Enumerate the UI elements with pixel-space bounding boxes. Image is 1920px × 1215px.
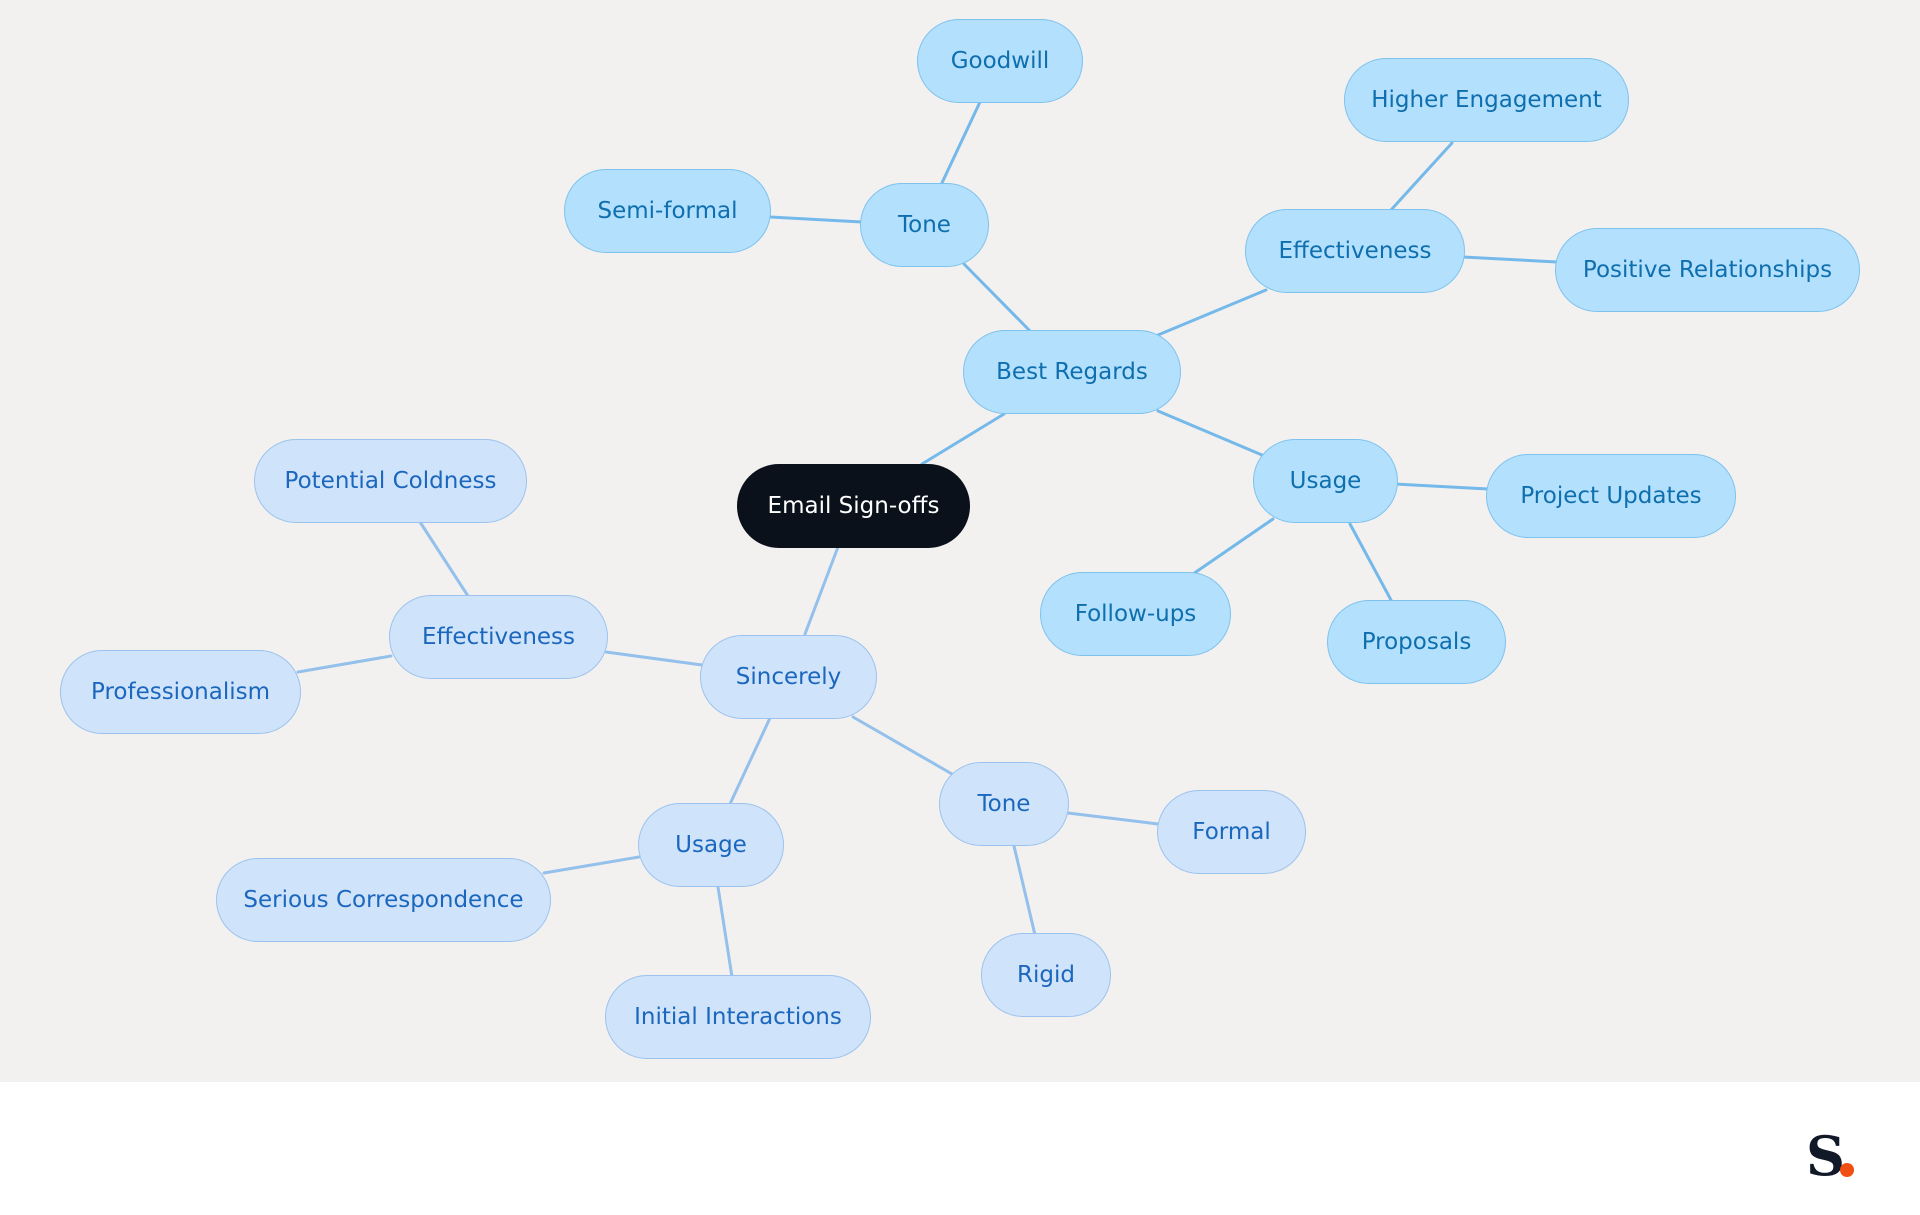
node-professionalism[interactable]: Professionalism — [60, 650, 301, 734]
mind-map-connectors — [296, 100, 1559, 979]
edge-tone-goodwill — [939, 100, 982, 187]
node-project-updates[interactable]: Project Updates — [1486, 454, 1736, 538]
node-serious-correspondence[interactable]: Serious Correspondence — [216, 858, 551, 942]
edge-usage-serious-correspondence — [542, 855, 641, 875]
edge-best-regards-tone — [962, 262, 1032, 333]
edge-usage-follow-ups — [1191, 517, 1275, 576]
edge-sincerely-tone — [851, 715, 954, 776]
edge-effectiveness-potential-coldness — [418, 520, 470, 598]
edge-sincerely-usage — [728, 716, 772, 806]
node-sincerely[interactable]: Sincerely — [700, 635, 877, 719]
node-positive-relationships[interactable]: Positive Relationships — [1555, 228, 1860, 312]
node-sincerely-effectiveness[interactable]: Effectiveness — [389, 595, 608, 679]
edge-root-best-regards — [920, 412, 1006, 466]
logo-dot-icon — [1840, 1163, 1854, 1177]
node-best-regards-usage[interactable]: Usage — [1253, 439, 1398, 523]
node-sincerely-usage[interactable]: Usage — [638, 803, 784, 887]
mind-map-canvas: Email Sign-offs Best Regards Tone Goodwi… — [0, 0, 1920, 1082]
footer-bar — [0, 1082, 1920, 1215]
node-semi-formal[interactable]: Semi-formal — [564, 169, 771, 253]
node-goodwill[interactable]: Goodwill — [917, 19, 1083, 103]
edge-tone-formal — [1066, 811, 1160, 826]
edge-usage-project-updates — [1393, 482, 1490, 491]
edge-tone-semi-formal — [768, 215, 864, 224]
node-follow-ups[interactable]: Follow-ups — [1040, 572, 1231, 656]
node-higher-engagement[interactable]: Higher Engagement — [1344, 58, 1629, 142]
node-best-regards[interactable]: Best Regards — [963, 330, 1181, 414]
root-node[interactable]: Email Sign-offs — [737, 464, 970, 548]
node-potential-coldness[interactable]: Potential Coldness — [254, 439, 527, 523]
edge-sincerely-effectiveness — [604, 650, 704, 667]
edge-best-regards-usage — [1156, 409, 1264, 457]
node-sincerely-tone[interactable]: Tone — [939, 762, 1069, 846]
brand-logo: S — [1806, 1124, 1845, 1188]
edge-usage-proposals — [1348, 522, 1393, 602]
edge-best-regards-effectiveness — [1156, 288, 1268, 337]
edge-effectiveness-positive-relationships — [1461, 255, 1559, 264]
edge-effectiveness-professionalism — [296, 654, 393, 674]
node-best-regards-tone[interactable]: Tone — [860, 183, 989, 267]
edge-tone-rigid — [1012, 844, 1037, 937]
edge-effectiveness-higher-engagement — [1389, 141, 1454, 212]
edge-usage-initial-interactions — [716, 885, 734, 979]
edge-root-sincerely — [803, 545, 840, 636]
node-proposals[interactable]: Proposals — [1327, 600, 1506, 684]
node-best-regards-effectiveness[interactable]: Effectiveness — [1245, 209, 1465, 293]
node-initial-interactions[interactable]: Initial Interactions — [605, 975, 871, 1059]
node-rigid[interactable]: Rigid — [981, 933, 1111, 1017]
node-formal[interactable]: Formal — [1157, 790, 1306, 874]
